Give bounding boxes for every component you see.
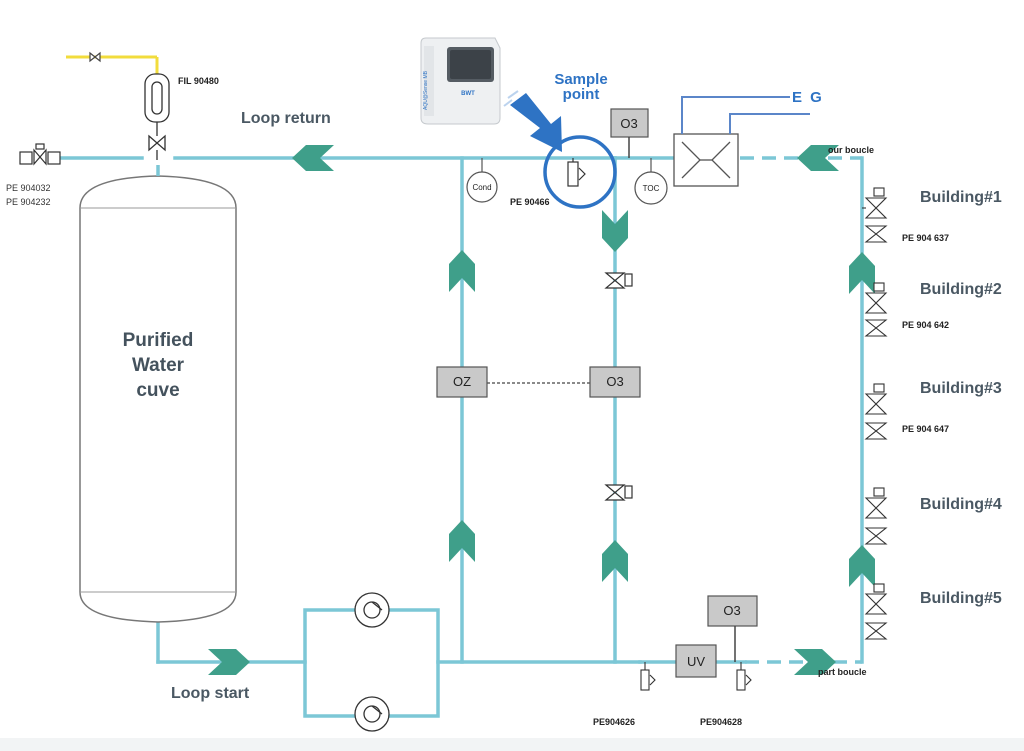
pump-bottom-icon	[354, 696, 390, 732]
o3-mid-label: O3	[606, 374, 623, 389]
tank-label-line-3: cuve	[136, 380, 180, 401]
building-5-label: Building#5	[920, 590, 1002, 607]
uv-box	[675, 644, 717, 678]
sample-point-arrow-icon	[510, 93, 562, 152]
pe-bottom-label-1: PE904626	[593, 717, 636, 727]
oz-label: OZ	[453, 374, 471, 389]
arrow-up-right-2	[602, 540, 628, 582]
arrow-up-left-1	[449, 250, 475, 292]
o3-top-box	[610, 108, 649, 158]
dashed-pipes	[740, 156, 862, 664]
building-4-label: Building#4	[920, 496, 1002, 513]
sample-point-line-2: point	[562, 86, 600, 103]
arrow-streaks	[503, 90, 519, 107]
eg-label: E G	[792, 89, 824, 106]
o3-mid-box	[589, 366, 641, 398]
building-2-pe: PE 904 642	[902, 320, 950, 330]
cond-label: Cond	[472, 183, 491, 192]
loop-return-label: Loop return	[241, 110, 331, 127]
building-valve-1-icon	[862, 187, 888, 243]
building-valve-2-icon	[864, 282, 888, 337]
arrow-left-loop-return	[292, 145, 334, 171]
pe-left-label-2: PE 904232	[6, 197, 51, 207]
building-valve-4-icon	[864, 487, 888, 545]
sample-point-highlight	[543, 135, 617, 209]
arrow-left-top-right	[797, 145, 839, 171]
building-valve-3-icon	[864, 383, 888, 440]
tank-label-line-1: Purified	[122, 330, 194, 351]
arrow-up-left-2	[449, 520, 475, 562]
tank-label-line-2: Water	[131, 355, 185, 376]
arrow-down-right-1	[602, 210, 628, 252]
oz-box	[436, 366, 488, 398]
device-side-label: AQU@Sense MB	[423, 70, 429, 110]
pe-bottom-label-2: PE904628	[700, 717, 743, 727]
uv-label: UV	[687, 654, 705, 669]
building-3-label: Building#3	[920, 380, 1002, 397]
sample-point-label: Sample point	[548, 72, 614, 102]
arrow-up-riser-2	[849, 545, 875, 587]
sample-probe-icon	[567, 158, 586, 187]
pe-sample-label: PE 90466	[510, 197, 550, 207]
arrow-right-loop-start	[208, 649, 250, 675]
toc-sensor	[634, 158, 668, 205]
building-1-label: Building#1	[920, 189, 1002, 206]
depart-boucle-label: part boucle	[818, 667, 867, 677]
arrow-up-riser-1	[849, 252, 875, 294]
bottom-probe-icons	[640, 662, 752, 691]
toc-label: TOC	[643, 184, 660, 193]
building-1-pe: PE 904 637	[902, 233, 950, 243]
building-2-label: Building#2	[920, 281, 1002, 298]
yellow-valve-icon	[89, 51, 101, 63]
flow-arrows	[208, 145, 875, 675]
valve-icons	[604, 272, 633, 501]
pump-top-icon	[354, 592, 390, 628]
analyzer-device-icon	[420, 37, 501, 125]
cond-sensor	[466, 158, 498, 203]
pe-left-label-1: PE 904032	[6, 183, 51, 193]
tank-label: Purified Water cuve	[98, 328, 218, 403]
building-valve-5-icon	[864, 583, 888, 640]
building-valves	[862, 187, 888, 640]
fil-label: FIL 90480	[178, 76, 219, 86]
retour-boucle-label: our boucle	[828, 145, 875, 155]
inlet-valve-icon	[19, 143, 61, 166]
filter-icon	[144, 73, 170, 160]
o3-bottom-box	[707, 595, 758, 627]
o3-top-label: O3	[620, 116, 637, 131]
heat-exchanger-icon	[673, 133, 739, 187]
loop-start-label: Loop start	[171, 685, 250, 702]
device-brand: BWT	[461, 91, 475, 97]
o3-bottom-label: O3	[723, 603, 740, 618]
building-3-pe: PE 904 647	[902, 424, 950, 434]
arrow-right-bottom	[794, 649, 836, 675]
eg-lines	[681, 96, 810, 134]
bottom-strip	[0, 738, 1024, 751]
yellow-supply	[66, 55, 159, 75]
sample-point-line-1: Sample	[554, 71, 608, 88]
